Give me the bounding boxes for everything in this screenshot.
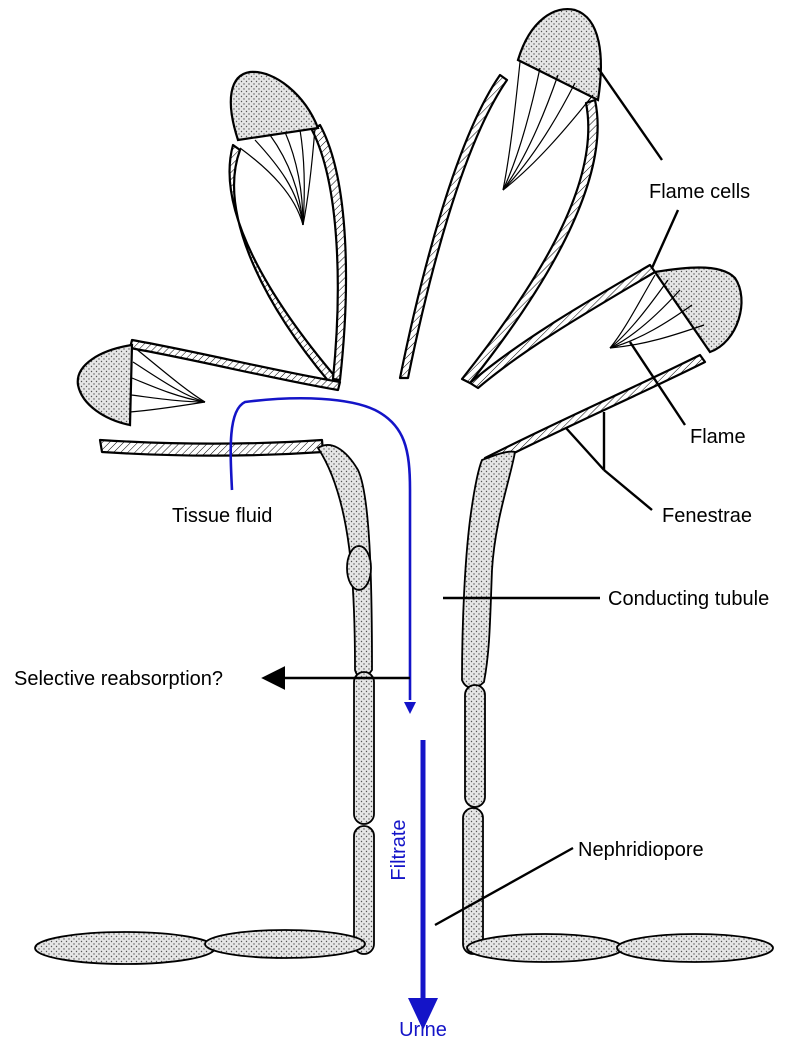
label-flame: Flame: [690, 426, 746, 448]
tubule-nucleus: [347, 546, 371, 590]
label-conducting-tubule: Conducting tubule: [608, 588, 769, 610]
tubule-cell-right-1: [462, 452, 515, 688]
tubule-cell-base-right-2: [617, 934, 773, 962]
bulb-wall-right-top: [470, 265, 655, 388]
flow-arrowhead-small: [404, 702, 416, 714]
bulb-wall-top-left-outer: [312, 125, 346, 380]
bulb-wall-left-bottom: [100, 440, 323, 456]
leader-fenestrae-3: [604, 470, 652, 510]
leader-nephridiopore: [435, 848, 573, 925]
label-urine: Urine: [399, 1019, 447, 1039]
label-filtrate: Filtrate: [388, 819, 410, 880]
label-selective-reabsorption: Selective reabsorption?: [14, 668, 223, 690]
flame-top-left: [240, 128, 315, 225]
leader-flame-cells-1: [598, 68, 662, 160]
labels: Flame cells Flame Fenestrae Conducting t…: [14, 181, 769, 1039]
flame-bulbs: [100, 75, 705, 465]
label-fenestrae: Fenestrae: [662, 505, 752, 527]
tubule-cell-base-right-1: [467, 934, 623, 962]
label-nephridiopore: Nephridiopore: [578, 839, 704, 861]
leader-fenestrae-1: [566, 428, 604, 470]
label-tissue-fluid: Tissue fluid: [172, 505, 272, 527]
tubule-cell-base-left-1: [35, 932, 215, 964]
tubule-cell-left-3: [354, 826, 374, 954]
flame-cell-cap-top-left: [231, 72, 318, 140]
flame-cell-cap-top-center: [518, 9, 601, 100]
tubule-cell-base-left-2: [205, 930, 365, 958]
flame-cell-cap-left: [78, 345, 132, 425]
bulb-wall-right-bottom: [485, 355, 705, 465]
bulb-wall-top-center-left: [400, 75, 507, 378]
tubule-cell-left-2: [354, 672, 374, 824]
bulb-wall-top-left: [230, 145, 338, 383]
tubule-cell-right-3: [463, 808, 483, 954]
leader-flame-cells-2: [652, 210, 678, 268]
label-flame-cells: Flame cells: [649, 181, 750, 203]
tubule-cell-right-2: [465, 685, 485, 807]
